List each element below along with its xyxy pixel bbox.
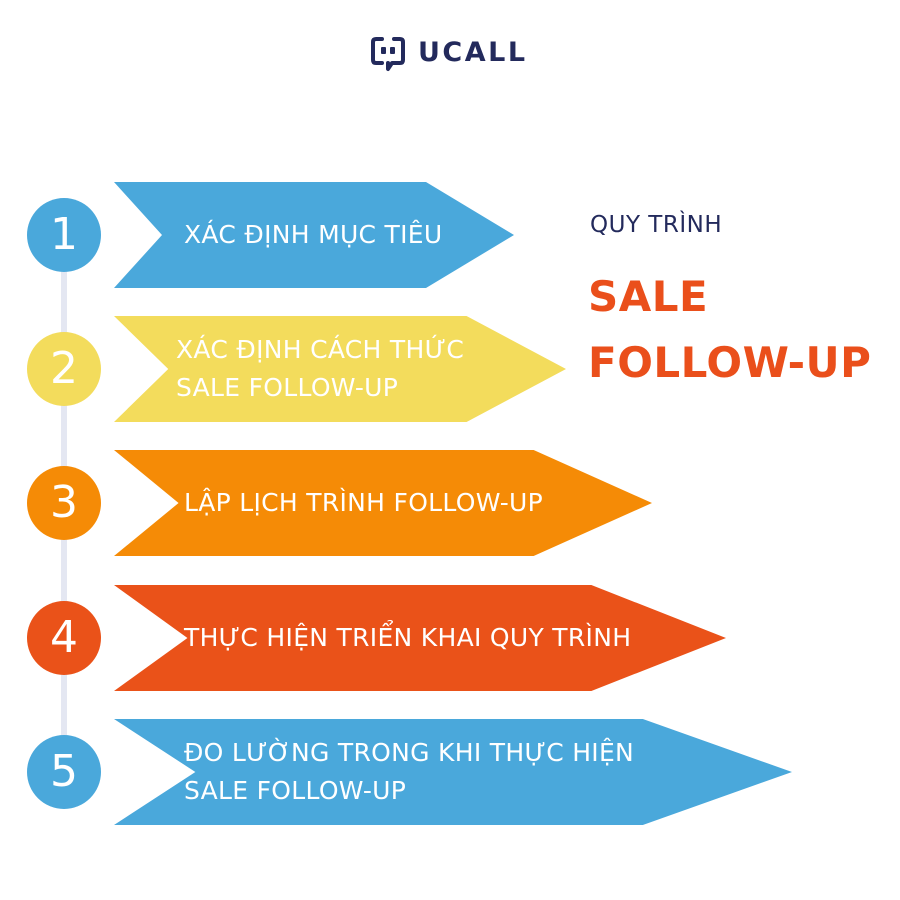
brand-name: UCALL: [418, 36, 528, 68]
step-4-arrow: [114, 585, 726, 691]
step-5-line2: SALE FOLLOW-UP: [184, 776, 407, 805]
step-2-line1: XÁC ĐỊNH CÁCH THỨC: [176, 335, 465, 364]
step-4-line1: THỰC HIỆN TRIỂN KHAI QUY TRÌNH: [184, 623, 632, 652]
step-1-arrow: [114, 182, 514, 288]
step-1-line1: XÁC ĐỊNH MỤC TIÊU: [184, 220, 443, 249]
step-5-arrow: [114, 719, 792, 825]
title-sale: SALE: [588, 272, 709, 321]
step-5-label: ĐO LƯỜNG TRONG KHI THỰC HIỆN SALE FOLLOW…: [184, 734, 634, 810]
step-2-label: XÁC ĐỊNH CÁCH THỨC SALE FOLLOW-UP: [176, 331, 464, 407]
step-2-line2: SALE FOLLOW-UP: [176, 373, 399, 402]
title-quy-trinh: QUY TRÌNH: [590, 212, 723, 238]
step-5-line1: ĐO LƯỜNG TRONG KHI THỰC HIỆN: [184, 738, 635, 767]
step-3-line1: LẬP LỊCH TRÌNH FOLLOW-UP: [184, 488, 544, 517]
step-3-badge: 3: [27, 466, 101, 540]
step-3-label: LẬP LỊCH TRÌNH FOLLOW-UP: [184, 484, 543, 522]
step-2-arrow: [114, 316, 566, 422]
step-4-label: THỰC HIỆN TRIỂN KHAI QUY TRÌNH: [184, 619, 631, 657]
step-1-badge: 1: [27, 198, 101, 272]
step-4-badge: 4: [27, 601, 101, 675]
chat-bubble-icon: [371, 37, 405, 71]
step-2-badge: 2: [27, 332, 101, 406]
step-3-arrow: [114, 450, 652, 556]
step-1-label: XÁC ĐỊNH MỤC TIÊU: [184, 216, 443, 254]
step-5-badge: 5: [27, 735, 101, 809]
ucall-logo: UCALL: [368, 32, 528, 72]
title-follow-up: FOLLOW-UP: [588, 338, 872, 387]
